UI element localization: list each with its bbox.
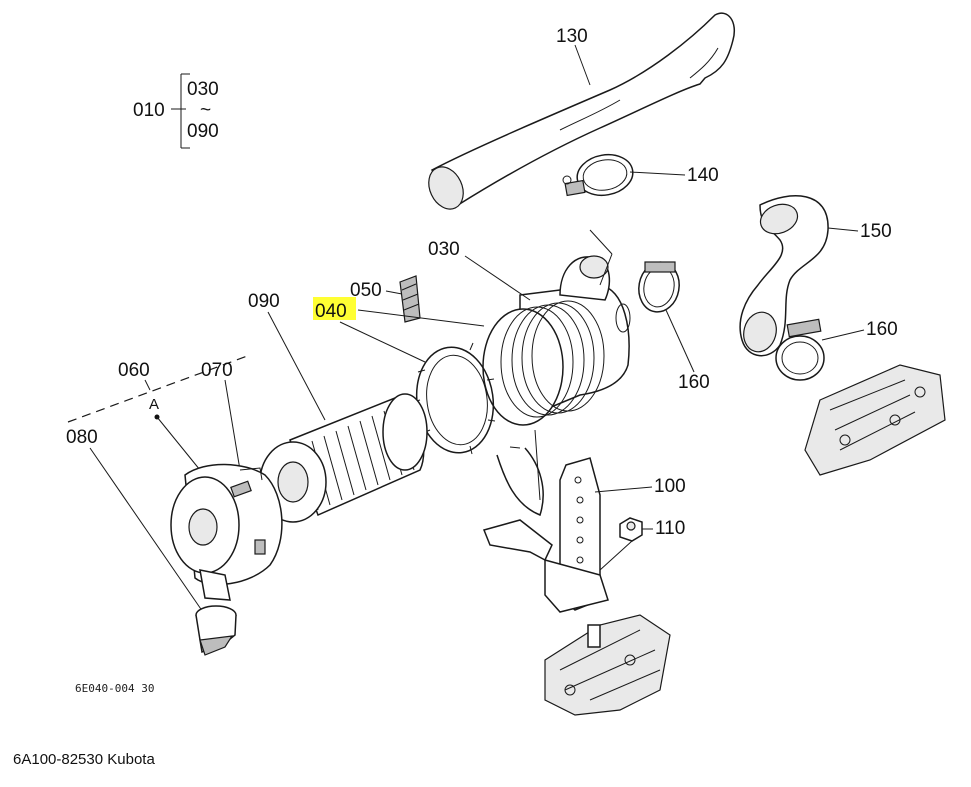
callout-090[interactable]: 090 xyxy=(248,291,280,312)
cover-assembly-060 xyxy=(170,463,283,601)
dust-valve-080 xyxy=(195,605,237,656)
reference-mark-A: A xyxy=(149,396,159,413)
callout-160-right[interactable]: 160 xyxy=(866,319,898,340)
hose-clamp-160-upper xyxy=(638,261,680,313)
label-plate-050 xyxy=(399,275,421,323)
part-number-caption: 6A100-82530 Kubota xyxy=(13,751,155,768)
callout-160-lower-left[interactable]: 160 xyxy=(678,372,710,393)
mounting-bracket-100 xyxy=(544,457,609,613)
engine-block xyxy=(544,614,671,716)
callout-100[interactable]: 100 xyxy=(654,476,686,497)
nut-110 xyxy=(619,517,643,542)
callout-150[interactable]: 150 xyxy=(860,221,892,242)
callout-030-range-start[interactable]: 030 xyxy=(187,79,219,100)
callout-030[interactable]: 030 xyxy=(428,239,460,260)
highlight-040 xyxy=(313,297,356,320)
callout-130[interactable]: 130 xyxy=(556,26,588,47)
callout-050[interactable]: 050 xyxy=(350,280,382,301)
callout-070[interactable]: 070 xyxy=(201,360,233,381)
callout-040[interactable]: 040 xyxy=(315,301,347,322)
callout-010[interactable]: 010 xyxy=(133,100,165,121)
intake-pipe-130 xyxy=(428,12,735,210)
hose-clamp-160-lower xyxy=(775,318,825,381)
range-tilde: ~ xyxy=(200,100,211,121)
filter-element-090 xyxy=(259,393,428,523)
callout-110[interactable]: 110 xyxy=(655,518,685,539)
assembly-bracket-010: 010 030 ~ 090 xyxy=(133,73,219,149)
air-cleaner-body-030 xyxy=(482,255,631,426)
mounting-band-100 xyxy=(482,429,553,562)
callout-090-range-end[interactable]: 090 xyxy=(187,121,219,142)
drawing-code: 6E040-004 30 xyxy=(75,682,154,695)
exploded-parts-diagram: 010 030 ~ 090 130 140 150 160 xyxy=(66,12,946,716)
engine-manifold xyxy=(804,364,946,476)
hose-clamp-140 xyxy=(562,153,634,197)
callout-140[interactable]: 140 xyxy=(687,165,719,186)
elbow-hose-150 xyxy=(739,195,829,357)
callout-060[interactable]: 060 xyxy=(118,360,150,381)
callout-080[interactable]: 080 xyxy=(66,427,98,448)
